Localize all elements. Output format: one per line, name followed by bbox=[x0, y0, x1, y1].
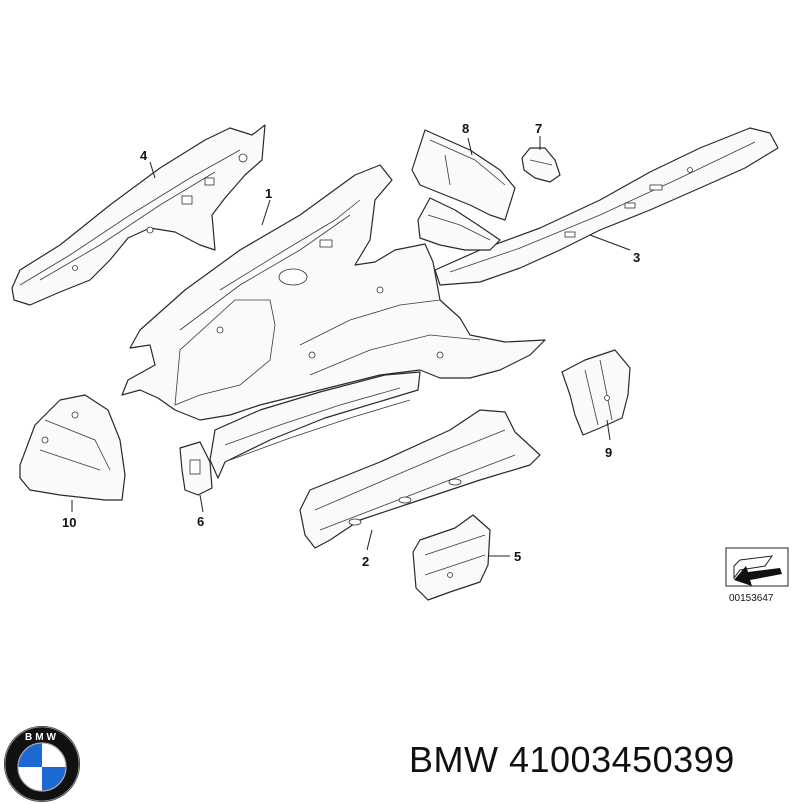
callout-1: 1 bbox=[265, 186, 272, 201]
bmw-logo-icon: BMW bbox=[4, 726, 80, 802]
part-2-sill bbox=[299, 409, 541, 549]
part-3-bracket bbox=[417, 197, 501, 251]
part-number-label: BMW 41003450399 bbox=[409, 739, 735, 780]
callout-6: 6 bbox=[197, 514, 204, 529]
callout-8: 8 bbox=[462, 121, 469, 136]
part-9-bracket bbox=[561, 349, 631, 436]
callout-9: 9 bbox=[605, 445, 612, 460]
part-7-bracket bbox=[521, 147, 561, 183]
callout-7: 7 bbox=[535, 121, 542, 136]
part-3-rail bbox=[434, 127, 779, 286]
callout-10: 10 bbox=[62, 515, 76, 530]
diagram-ref-code: 00153647 bbox=[729, 593, 774, 604]
callout-4: 4 bbox=[140, 148, 148, 163]
part-6-bracket bbox=[179, 441, 213, 496]
bmw-logo-letters: BMW bbox=[25, 732, 59, 743]
part-1-sill-rail bbox=[209, 371, 421, 479]
callout-3: 3 bbox=[633, 250, 640, 265]
part-1-floor-panel bbox=[121, 164, 546, 421]
direction-arrow-icon bbox=[734, 566, 782, 586]
callout-2: 2 bbox=[362, 554, 369, 569]
part-10-panel bbox=[19, 394, 126, 501]
leader-lines bbox=[71, 136, 631, 557]
callout-5: 5 bbox=[514, 549, 521, 564]
direction-arrow-box bbox=[725, 547, 789, 587]
part-8-bracket bbox=[411, 129, 516, 221]
part-5-bracket bbox=[412, 514, 491, 601]
part-4-rail bbox=[11, 124, 266, 306]
